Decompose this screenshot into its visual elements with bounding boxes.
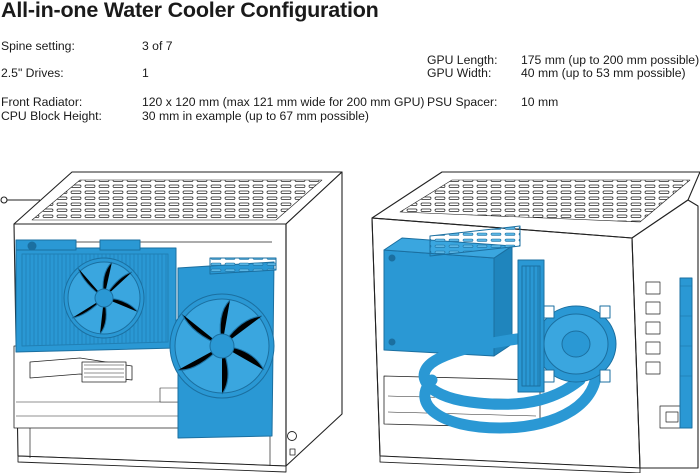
left-radiator: [169, 257, 277, 439]
spec-gpu-length-label: GPU Length:: [427, 53, 498, 67]
left-gpu: [15, 239, 177, 353]
right-aio-cooler: [418, 259, 617, 434]
spec-psu-spacer-value: 10 mm: [521, 95, 559, 109]
spec-cpu-block-label: CPU Block Height:: [1, 109, 102, 123]
spec-drives-value: 1: [142, 66, 149, 80]
spec-psu-spacer-label: PSU Spacer:: [427, 95, 498, 109]
aio-tube-lower: [419, 360, 602, 434]
spec-cpu-block-value: 30 mm in example (up to 67 mm possible): [142, 109, 369, 123]
page-title: All-in-one Water Cooler Configuration: [1, 0, 379, 22]
spec-front-radiator-value: 120 x 120 mm (max 121 mm wide for 200 mm…: [142, 95, 425, 109]
right-gpu: [383, 225, 693, 429]
left-case-view: [0, 171, 343, 473]
spec-spine-value: 3 of 7: [142, 39, 173, 53]
spec-gpu-width-value: 40 mm (up to 53 mm possible): [521, 66, 686, 80]
spec-gpu-length-value: 175 mm (up to 200 mm possible): [521, 53, 700, 67]
spec-front-radiator-label: Front Radiator:: [1, 95, 83, 109]
io-ports-icon: [645, 281, 685, 429]
power-button-icon: [287, 431, 297, 441]
left-case-right-panel: [285, 171, 343, 467]
spec-drives-label: 2.5" Drives:: [1, 66, 64, 80]
spec-spine-label: Spine setting:: [1, 39, 75, 53]
case-illustration: [0, 171, 700, 473]
spec-gpu-width-label: GPU Width:: [427, 66, 492, 80]
